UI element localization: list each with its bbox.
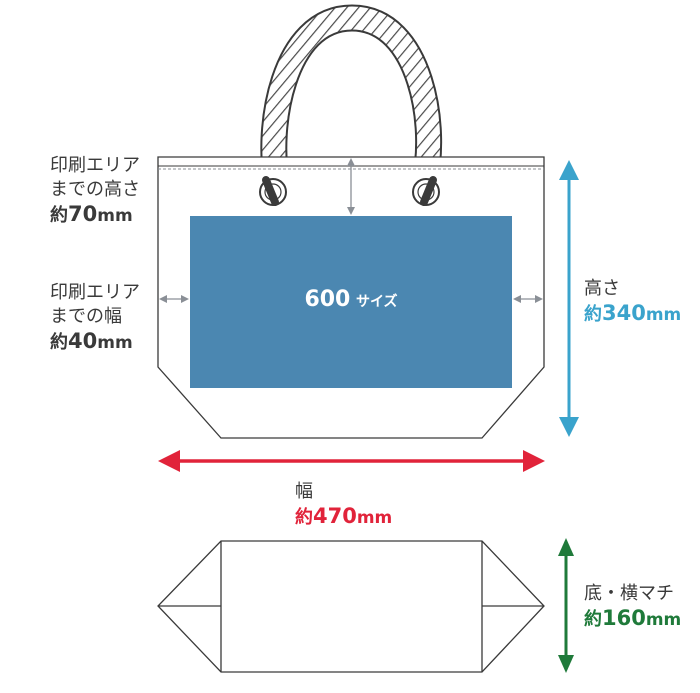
width-value: 470 xyxy=(313,504,357,528)
grommet-right xyxy=(412,176,440,206)
gusset-label: 底・横マチ 約160mm xyxy=(584,582,681,632)
print-area xyxy=(190,216,512,388)
width-label: 幅 約470mm xyxy=(295,480,392,530)
height-prefix: 約 xyxy=(584,304,602,325)
width-unit: mm xyxy=(356,508,393,528)
print-height-unit: mm xyxy=(97,206,133,226)
print-width-arrow-right xyxy=(513,295,543,303)
grommet-left xyxy=(259,176,287,206)
height-title: 高さ xyxy=(584,278,620,299)
width-arrow xyxy=(158,450,545,472)
height-label: 高さ 約340mm xyxy=(584,277,681,327)
gusset-value-row: 約160mm xyxy=(584,606,681,632)
print-width-value: 40 xyxy=(68,329,98,353)
print-height-value-row: 約70mm xyxy=(50,202,140,228)
print-width-label: 印刷エリア までの幅 約40mm xyxy=(50,281,140,355)
gusset-unit: mm xyxy=(645,610,682,630)
width-value-row: 約470mm xyxy=(295,504,392,530)
bag-bottom-view xyxy=(157,540,545,673)
width-title: 幅 xyxy=(295,481,313,502)
print-width-arrow-left xyxy=(159,295,189,303)
print-width-line1: 印刷エリア xyxy=(50,282,140,303)
gusset-value: 160 xyxy=(602,606,646,630)
gusset-prefix: 約 xyxy=(584,609,602,630)
height-unit: mm xyxy=(645,305,682,325)
print-width-line2: までの幅 xyxy=(50,306,122,327)
print-height-line1: 印刷エリア xyxy=(50,155,140,176)
gusset-arrow xyxy=(558,538,574,673)
print-height-label: 印刷エリア までの高さ 約70mm xyxy=(50,154,140,228)
print-width-value-row: 約40mm xyxy=(50,329,140,355)
height-value-row: 約340mm xyxy=(584,301,681,327)
width-prefix: 約 xyxy=(295,507,313,528)
print-height-value: 70 xyxy=(68,202,98,226)
height-arrow xyxy=(559,160,579,437)
gusset-title: 底・横マチ xyxy=(584,583,674,604)
print-height-line2: までの高さ xyxy=(50,179,140,200)
height-value: 340 xyxy=(602,301,646,325)
print-area-size-suffix: サイズ xyxy=(355,294,398,310)
print-width-unit: mm xyxy=(97,333,133,353)
print-height-arrow xyxy=(347,158,355,215)
print-area-label: 600 サイズ xyxy=(190,286,512,316)
print-height-prefix: 約 xyxy=(50,205,68,226)
print-width-prefix: 約 xyxy=(50,332,68,353)
rope-handle xyxy=(260,4,443,196)
print-area-size-number: 600 xyxy=(304,287,351,312)
